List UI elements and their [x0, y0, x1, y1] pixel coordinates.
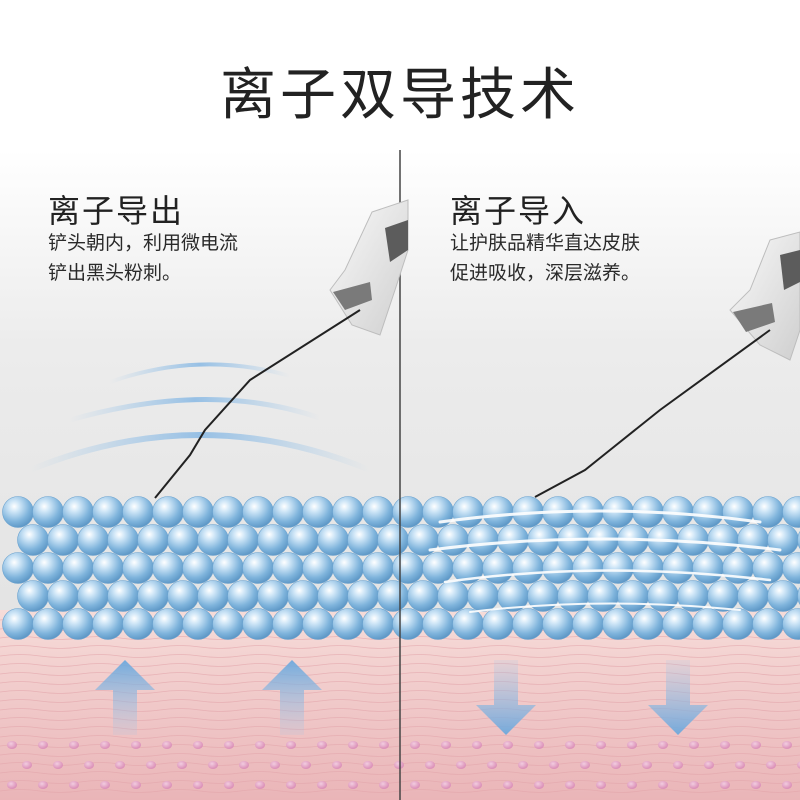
extraction-heading: 离子导出 [48, 192, 185, 230]
page-title: 离子双导技术 [220, 63, 580, 128]
skin-texture [0, 618, 800, 793]
arrow-up-icon [262, 660, 322, 735]
left-device-icon [154, 199, 409, 499]
skin-bead-layer [2, 496, 800, 640]
arrow-down-icon [476, 660, 536, 735]
right-device-icon [534, 231, 800, 498]
infusion-desc-line: 让护肤品精华直达皮肤 [450, 232, 641, 254]
arrow-up-icon [95, 660, 155, 735]
infusion-description: 让护肤品精华直达皮肤 促进吸收，深层滋养。 [450, 228, 640, 288]
absorption-waves [428, 509, 782, 613]
extraction-waves [27, 362, 373, 473]
arrow-down-icon [648, 660, 708, 735]
infusion-heading: 离子导入 [450, 192, 587, 230]
extraction-desc-line: 铲出黑头粉刺。 [48, 262, 182, 284]
infusion-desc-line: 促进吸收，深层滋养。 [450, 262, 641, 284]
extraction-description: 铲头朝内，利用微电流 铲出黑头粉刺。 [48, 228, 238, 288]
extraction-desc-line: 铲头朝内，利用微电流 [48, 232, 239, 254]
skin-cells [7, 741, 800, 789]
